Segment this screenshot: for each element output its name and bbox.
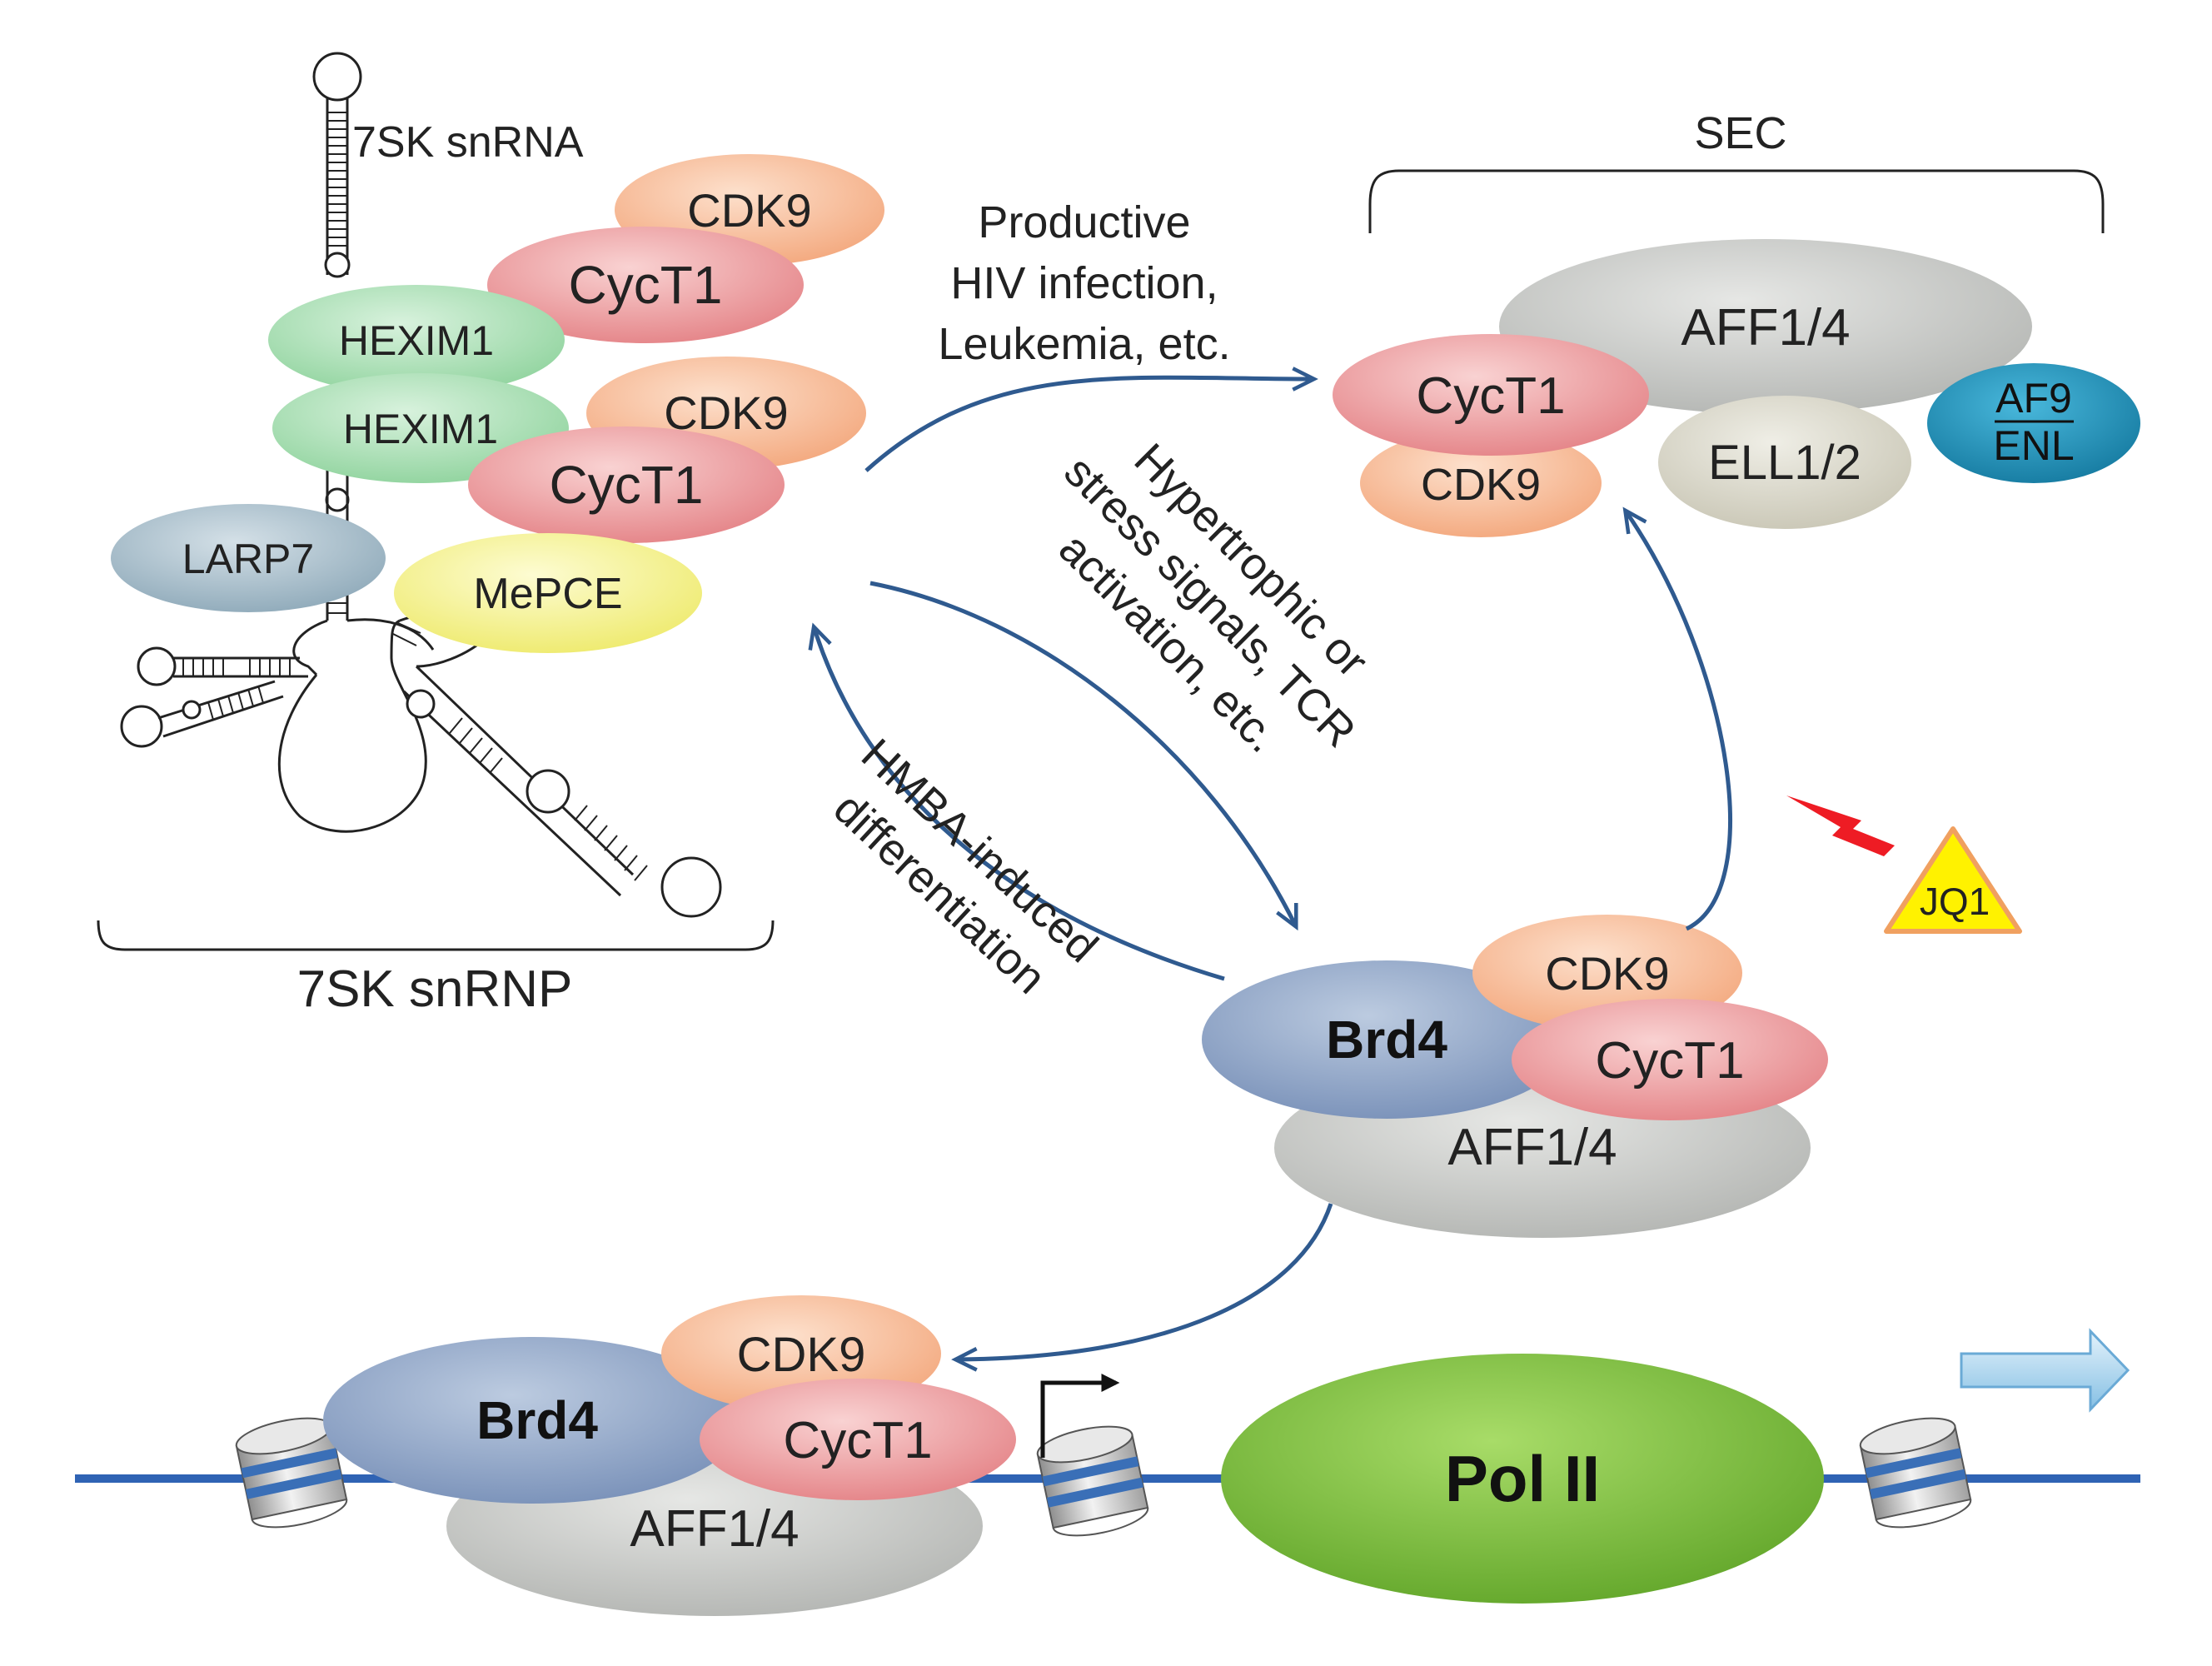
chromatin: Pol II bbox=[75, 1328, 2140, 1604]
chromatin-aff-label: AFF1/4 bbox=[630, 1500, 799, 1558]
arrow-hmba bbox=[808, 622, 1225, 981]
jq1-triangle-icon bbox=[1884, 826, 2022, 934]
chromatin-cdk9-label: CDK9 bbox=[737, 1328, 866, 1382]
chromatin-brd4 bbox=[323, 1337, 743, 1504]
7sk-snrnp-complex: CDK9 CycT1 HEXIM1 HEXIM1 CDK9 CycT1 LARP… bbox=[111, 154, 884, 653]
jq1-label: JQ1 bbox=[1920, 880, 1990, 923]
nucleosome-icon bbox=[235, 1417, 348, 1529]
pol2 bbox=[1221, 1354, 1824, 1604]
sec-complex: AFF1/4 CDK9 CycT1 ELL1/2 AF9 ENL bbox=[1333, 239, 2140, 537]
brd4-brd4 bbox=[1202, 960, 1572, 1119]
sec-aff-label: AFF1/4 bbox=[1681, 299, 1850, 357]
brd4-cyct1 bbox=[1512, 999, 1828, 1120]
nucleosome-icon bbox=[1036, 1425, 1149, 1537]
arrow-to-chromatin bbox=[951, 1203, 1333, 1372]
larp7-label: LARP7 bbox=[182, 536, 314, 582]
arrow-hypertrophic bbox=[869, 581, 1298, 931]
productive-line-1: Productive bbox=[978, 197, 1190, 247]
cyct1-bottom-label: CycT1 bbox=[550, 455, 704, 515]
hexim1-top bbox=[268, 285, 565, 395]
cyct1-top-label: CycT1 bbox=[569, 255, 723, 315]
arrow-to-sec bbox=[1622, 506, 1732, 931]
sec-cdk9-label: CDK9 bbox=[1421, 460, 1541, 510]
brd4-brd4-label: Brd4 bbox=[1326, 1010, 1447, 1070]
productive-text: Productive HIV infection, Leukemia, etc. bbox=[938, 197, 1230, 369]
pol2-label: Pol II bbox=[1445, 1442, 1600, 1515]
snrnp-bracket bbox=[97, 920, 775, 951]
jq1-inhibitor: JQ1 bbox=[1786, 796, 2022, 934]
cdk9-bottom-label: CDK9 bbox=[664, 387, 788, 439]
sec-enl-label: ENL bbox=[1993, 422, 2074, 469]
sec-ell bbox=[1658, 396, 1911, 529]
larp7 bbox=[111, 504, 386, 612]
hexim1-bottom-label: HEXIM1 bbox=[343, 406, 498, 452]
cyct1-top bbox=[487, 227, 804, 343]
sec-cyct1 bbox=[1333, 334, 1649, 456]
brd4-complex: AFF1/4 Brd4 CDK9 CycT1 bbox=[1202, 915, 1828, 1238]
lightning-bolt-icon bbox=[1786, 796, 1895, 856]
sec-cyct1-label: CycT1 bbox=[1416, 367, 1565, 425]
tss-arrow-icon bbox=[1040, 1374, 1120, 1458]
chromatin-brd4-complex: AFF1/4 Brd4 CDK9 CycT1 bbox=[323, 1295, 1016, 1616]
sec-af9-enl bbox=[1927, 363, 2140, 483]
brd4-cyct1-label: CycT1 bbox=[1595, 1032, 1744, 1090]
brd4-aff-label: AFF1/4 bbox=[1447, 1119, 1617, 1176]
sec-cdk9 bbox=[1360, 429, 1602, 537]
nucleosome-icon bbox=[1859, 1417, 1972, 1529]
mepce-label: MePCE bbox=[473, 570, 622, 618]
arrow-productive bbox=[864, 367, 1318, 472]
mepce bbox=[394, 533, 702, 653]
7sk-snrnp-label: 7SK snRNP bbox=[297, 960, 573, 1018]
sec-bracket bbox=[1368, 169, 2105, 233]
sec-ell-label: ELL1/2 bbox=[1708, 436, 1861, 490]
brd4-cdk9-label: CDK9 bbox=[1545, 947, 1669, 1000]
hmba-text: HMBA-induced differentiation bbox=[825, 729, 1108, 1003]
cdk9-top-label: CDK9 bbox=[687, 184, 811, 237]
chromatin-cyct1 bbox=[700, 1379, 1016, 1500]
sec-label: SEC bbox=[1694, 108, 1786, 158]
hexim1-top-label: HEXIM1 bbox=[339, 317, 494, 364]
7sk-snrna-label: 7SK snRNA bbox=[352, 118, 584, 167]
chromatin-brd4-label: Brd4 bbox=[476, 1390, 598, 1450]
cyct1-bottom bbox=[468, 426, 785, 543]
pathway-arrows bbox=[808, 367, 1732, 1372]
chromatin-cyct1-label: CycT1 bbox=[783, 1412, 932, 1469]
sec-af9-label: AF9 bbox=[1995, 375, 2072, 421]
transcription-direction-arrow-icon bbox=[1960, 1328, 2130, 1413]
productive-line-2: HIV infection, bbox=[950, 258, 1218, 308]
productive-line-3: Leukemia, etc. bbox=[938, 319, 1230, 369]
hypertrophic-text: Hypertrophic or stress signals, TCR acti… bbox=[1049, 434, 1378, 762]
